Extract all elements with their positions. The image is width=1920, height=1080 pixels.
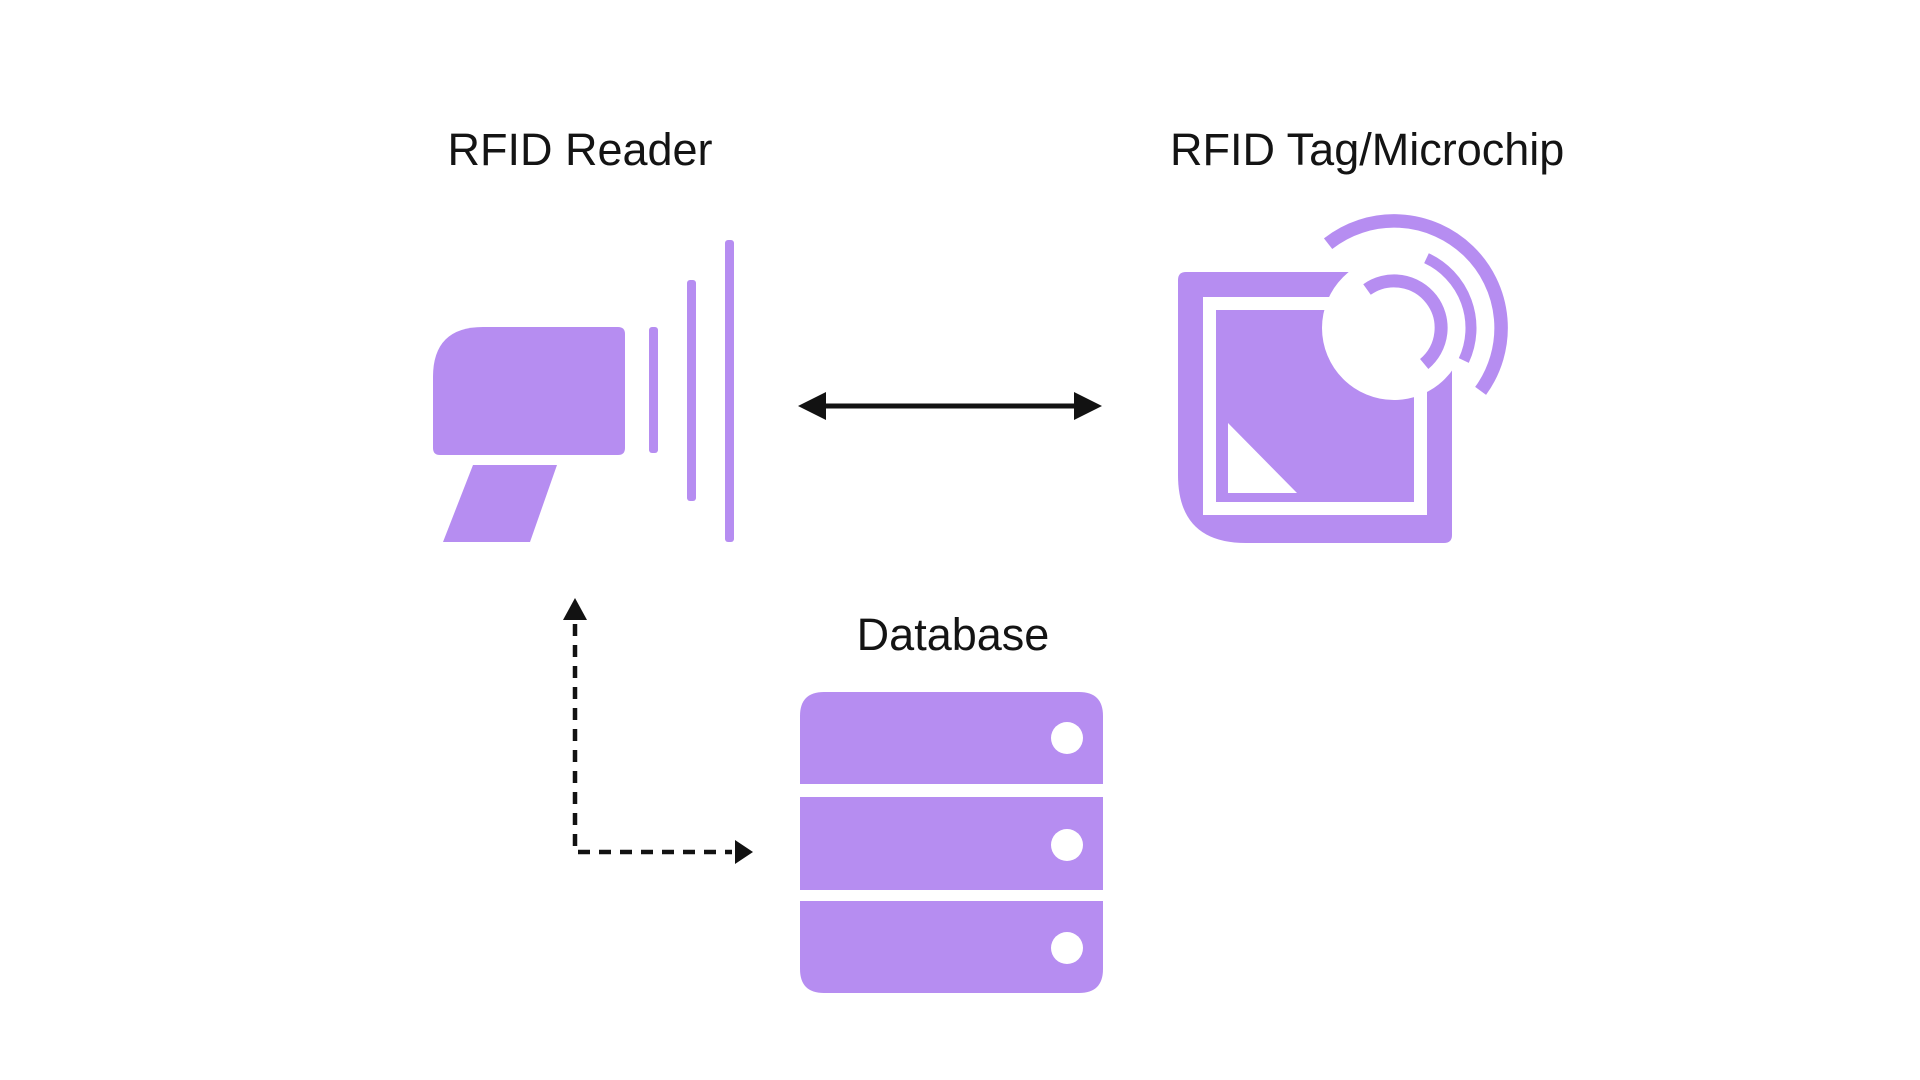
database-icon	[800, 692, 1103, 993]
database-label: Database	[856, 609, 1050, 660]
tag-chip-coil-arc	[1363, 274, 1448, 369]
rfid-tag-icon	[1178, 214, 1508, 543]
arrowhead-right	[735, 840, 753, 864]
tag-folded-corner	[1228, 423, 1297, 493]
reader-wave-bar-3	[725, 240, 734, 542]
reader-body	[433, 327, 625, 455]
tag-signal-arc-outer	[1323, 214, 1508, 395]
reader-wave-bar-1	[649, 327, 658, 453]
reader-tag-arrow	[798, 392, 1102, 420]
rfid-tag-label: RFID Tag/Microchip	[1170, 124, 1565, 175]
bidirectional-arrow	[798, 392, 1102, 420]
database-shapes	[800, 692, 1103, 993]
database-led-2	[1051, 829, 1083, 861]
arrowhead-right	[1074, 392, 1102, 420]
arrowhead-left	[798, 392, 826, 420]
database-tier-top	[800, 692, 1103, 784]
rfid-reader-label: RFID Reader	[447, 124, 713, 175]
reader-handle	[443, 465, 557, 542]
tag-signal-arc-middle	[1424, 253, 1477, 363]
tag-inner-frame	[1203, 297, 1427, 515]
database-tier-bottom	[800, 901, 1103, 993]
rfid-reader-icon	[433, 240, 734, 542]
rfid-reader-shapes	[433, 240, 734, 542]
database-led-3	[1051, 932, 1083, 964]
database-led-1	[1051, 722, 1083, 754]
rfid-tag-shapes	[1178, 214, 1508, 543]
arrowhead-up	[563, 598, 587, 620]
database-reader-dashed-arrow	[563, 598, 753, 864]
dashed-shaft	[572, 624, 732, 855]
reader-wave-bar-2	[687, 280, 696, 501]
dashed-elbow-arrow	[563, 598, 753, 864]
